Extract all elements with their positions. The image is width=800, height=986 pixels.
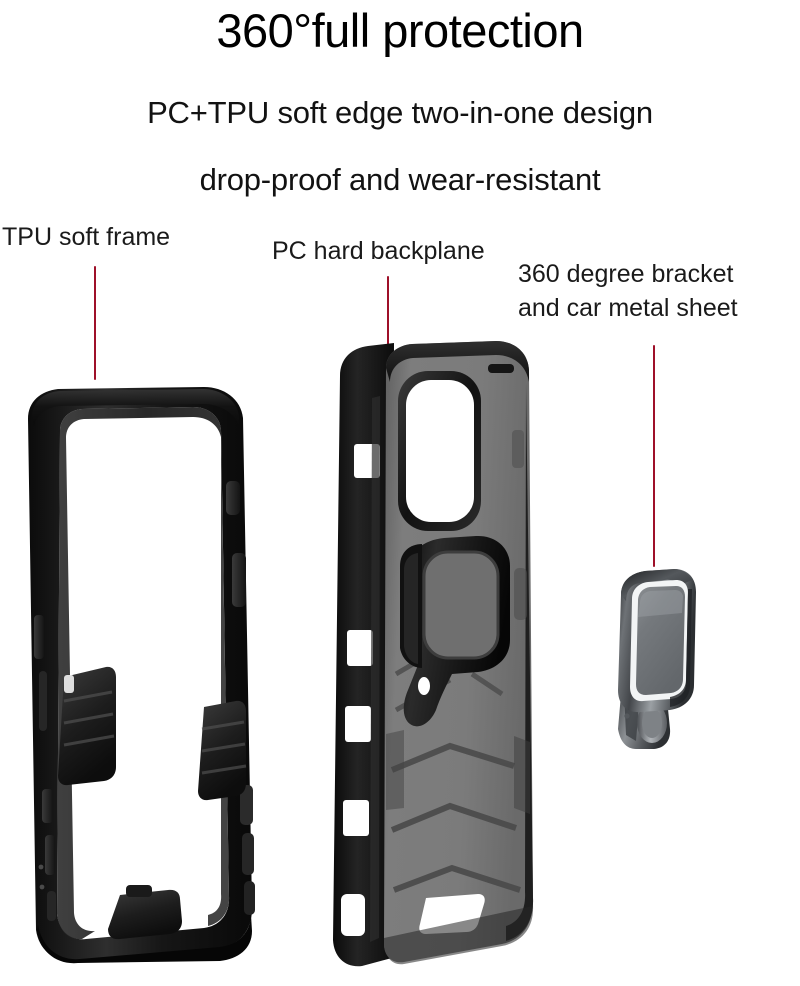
tpu-frame-left-buttons bbox=[34, 615, 56, 921]
subtitle-line-1: PC+TPU soft edge two-in-one design bbox=[147, 95, 653, 130]
tpu-frame-right-buttons bbox=[226, 481, 255, 915]
product-metal-ring-bracket bbox=[596, 565, 706, 780]
page-title: 360°full protection bbox=[216, 4, 584, 57]
tpu-frame-right-pad bbox=[198, 700, 247, 801]
pc-backplane-bottom-lip bbox=[384, 906, 534, 965]
pc-backplane-shoulder-wedges bbox=[386, 730, 530, 814]
leader-line-bracket bbox=[653, 345, 655, 567]
callout-bracket-line-2: and car metal sheet bbox=[518, 294, 738, 322]
tpu-frame-body bbox=[28, 387, 253, 962]
metal-ring-illustration bbox=[618, 569, 696, 749]
tpu-frame-illustration bbox=[28, 387, 255, 964]
metal-ring-body bbox=[618, 569, 696, 713]
tpu-frame-bottom-shadow bbox=[37, 915, 252, 964]
callout-label-pc-hard-backplane: PC hard backplane bbox=[272, 237, 485, 265]
pc-backplane-chevrons bbox=[390, 742, 521, 893]
leader-line-tpu-soft-frame bbox=[94, 266, 96, 380]
subtitle-line-2: drop-proof and wear-resistant bbox=[199, 162, 601, 197]
tpu-frame-kickstand-pad bbox=[58, 666, 116, 786]
callout-label-bracket: 360 degree bracket and car metal sheet bbox=[518, 257, 738, 325]
product-pc-hard-backplane bbox=[300, 338, 550, 970]
product-tpu-soft-frame bbox=[8, 385, 266, 965]
pc-backplane-side-rail bbox=[333, 343, 394, 967]
pc-backplane-ring-kickstand bbox=[400, 535, 510, 727]
tpu-frame-bottom-port bbox=[108, 885, 182, 940]
pc-backplane-illustration bbox=[333, 341, 534, 967]
pc-backplane-camera-cutout bbox=[398, 364, 514, 531]
callout-label-tpu-soft-frame: TPU soft frame bbox=[2, 223, 171, 251]
callout-bracket-line-1: 360 degree bracket bbox=[518, 260, 734, 288]
leader-line-pc-hard-backplane bbox=[387, 276, 389, 346]
